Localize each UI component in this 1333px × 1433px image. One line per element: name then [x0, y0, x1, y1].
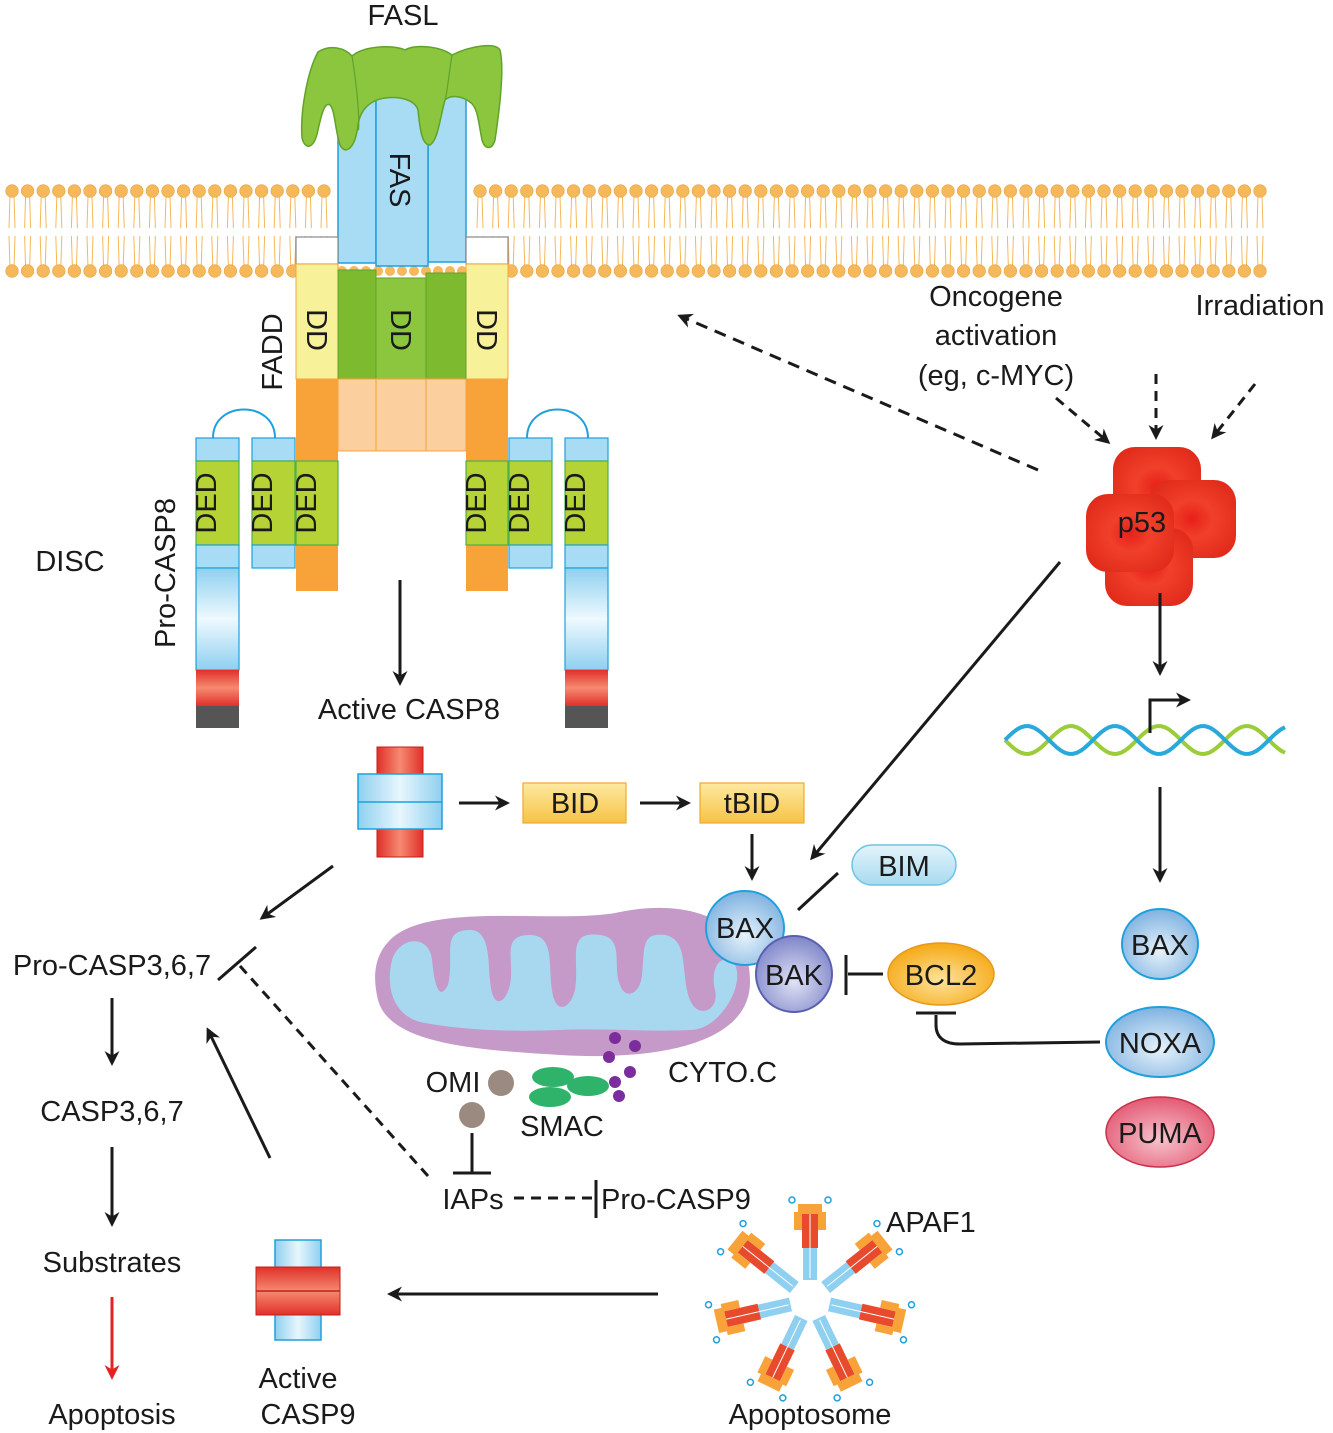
fadd-label: FADD [257, 313, 289, 390]
dd-label-left: DD [300, 309, 332, 351]
arrow-casp8-to-procasp367 [259, 864, 334, 920]
iaps-inhibits-procasp367 [238, 964, 430, 1178]
smac-molecules [529, 1067, 609, 1107]
apoptosome-icon [704, 1196, 916, 1402]
bax-mito-label: BAX [716, 913, 774, 945]
bcl2-node [887, 942, 995, 1006]
active-casp9-label-1: Active [259, 1363, 338, 1395]
disc-label: DISC [35, 546, 104, 578]
puma-label: PUMA [1118, 1118, 1202, 1150]
dd-label-right: DD [470, 309, 502, 351]
active-casp8-label: Active CASP8 [318, 694, 500, 726]
fas-label: FAS [383, 153, 415, 208]
smac-label: SMAC [520, 1111, 604, 1143]
active-casp9-icon [255, 1239, 341, 1341]
pro-casp8-label: Pro-CASP8 [150, 498, 182, 648]
active-casp8-icon [357, 746, 443, 858]
bcl2-label: BCL2 [905, 960, 978, 992]
inhibit-bar [217, 945, 257, 982]
ded-label-2: DED [247, 472, 279, 533]
bim-pill [851, 844, 957, 886]
oncogene-label-1: Oncogene [929, 281, 1063, 313]
apoptosis-label: Apoptosis [48, 1399, 175, 1431]
cytoc-label: CYTO.C [668, 1057, 777, 1089]
oncogene-label-2: activation [935, 320, 1058, 352]
fasl-trimer [300, 44, 503, 151]
bax-target-node [1121, 908, 1199, 980]
casp367-label: CASP3,6,7 [40, 1096, 183, 1128]
oncogene-label-3: (eg, c-MYC) [918, 360, 1074, 392]
bid-box [522, 782, 627, 824]
omi-molecule [459, 1102, 485, 1128]
arrow-casp9-to-procasp367 [206, 1027, 272, 1159]
apoptosome-label: Apoptosome [729, 1399, 892, 1431]
p53-label: p53 [1118, 507, 1166, 539]
ded-label-6: DED [560, 472, 592, 533]
cell-membrane [5, 184, 1267, 278]
noxa-label: NOXA [1119, 1028, 1202, 1060]
noxa-node [1105, 1006, 1215, 1078]
arrow-p53-to-bax [810, 561, 1062, 861]
p53-tetramer [1086, 447, 1236, 606]
cytochrome-c-dots [603, 1032, 641, 1102]
procasp9-label: Pro-CASP9 [601, 1184, 751, 1216]
puma-node [1105, 1096, 1215, 1168]
fasl-label: FASL [368, 0, 439, 32]
dna-helix-icon [1003, 724, 1286, 756]
substrates-label: Substrates [43, 1247, 182, 1279]
procasp367-label: Pro-CASP3,6,7 [13, 950, 211, 982]
ded-label-5: DED [504, 472, 536, 533]
ded-label-1: DED [191, 472, 223, 533]
arrow-irradiation-to-p53 [1211, 383, 1257, 440]
irradiation-label: Irradiation [1196, 290, 1325, 322]
omi-label: OMI [426, 1067, 481, 1099]
bak-label: BAK [765, 960, 824, 992]
arrow-oncogene-to-p53 [1055, 396, 1111, 444]
active-casp9-label-2: CASP9 [260, 1399, 355, 1431]
bim-label: BIM [878, 851, 930, 883]
noxa-inhibits-bcl2 [934, 1015, 1101, 1046]
transcription-start-arrow [1148, 692, 1191, 733]
ded-label-4: DED [461, 472, 493, 533]
bax-mito-node [705, 890, 785, 966]
iaps-label: IAPs [442, 1184, 503, 1216]
dd-label-center: DD [384, 309, 416, 351]
apaf1-label: APAF1 [886, 1207, 976, 1239]
tbid-box [699, 782, 805, 824]
bak-node [755, 935, 833, 1013]
arrow-p53-to-membrane [677, 313, 1039, 472]
bim-to-bax-line [796, 871, 840, 912]
tbid-label: tBID [724, 788, 780, 820]
bid-label: BID [551, 788, 599, 820]
mitochondrion [375, 907, 751, 1057]
omi-molecule [488, 1070, 514, 1096]
ded-domains: DED DED DED DED DED DED [191, 408, 609, 728]
bax-target-label: BAX [1131, 930, 1189, 962]
ded-label-3: DED [291, 472, 323, 533]
